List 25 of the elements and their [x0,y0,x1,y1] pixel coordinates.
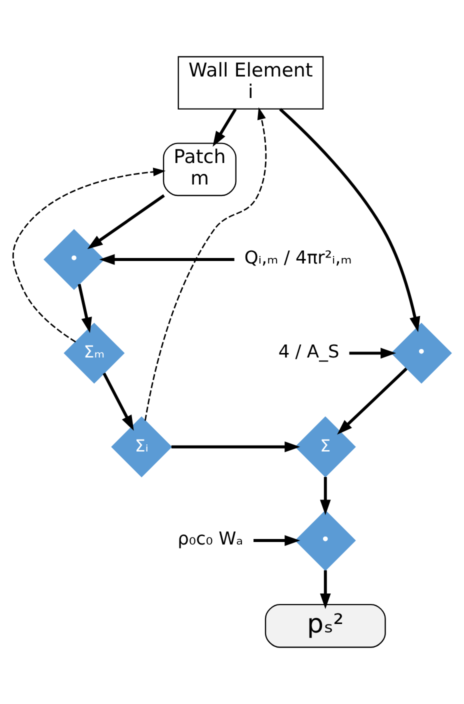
node-text: ρ₀c₀ Wₐ [178,528,244,550]
arrow [171,441,300,452]
node-diamond: Σₘ [64,322,125,384]
arrow [102,372,134,431]
arrow [349,348,396,359]
node-diamond: Σ [294,416,356,478]
arrow [320,570,331,609]
arrow [87,194,165,250]
arrow [12,168,166,342]
node-diamond: • [390,322,452,384]
node-box: Patch m [162,142,236,196]
arrow [279,108,420,332]
arrow [337,368,408,435]
node-text: 4 / A_S [278,341,340,362]
node-box: pₛ² [264,604,386,648]
node-box: Wall Element i [178,56,324,110]
node-diamond: Σᵢ [111,416,172,478]
arrow [144,107,267,421]
arrow [320,476,331,516]
arrow [99,254,234,265]
arrow [254,535,300,546]
node-diamond: • [294,510,356,572]
node-text: Qᵢ,ₘ / 4πr²ᵢ,ₘ [244,248,352,269]
arrow [212,108,237,147]
arrow [78,284,92,333]
